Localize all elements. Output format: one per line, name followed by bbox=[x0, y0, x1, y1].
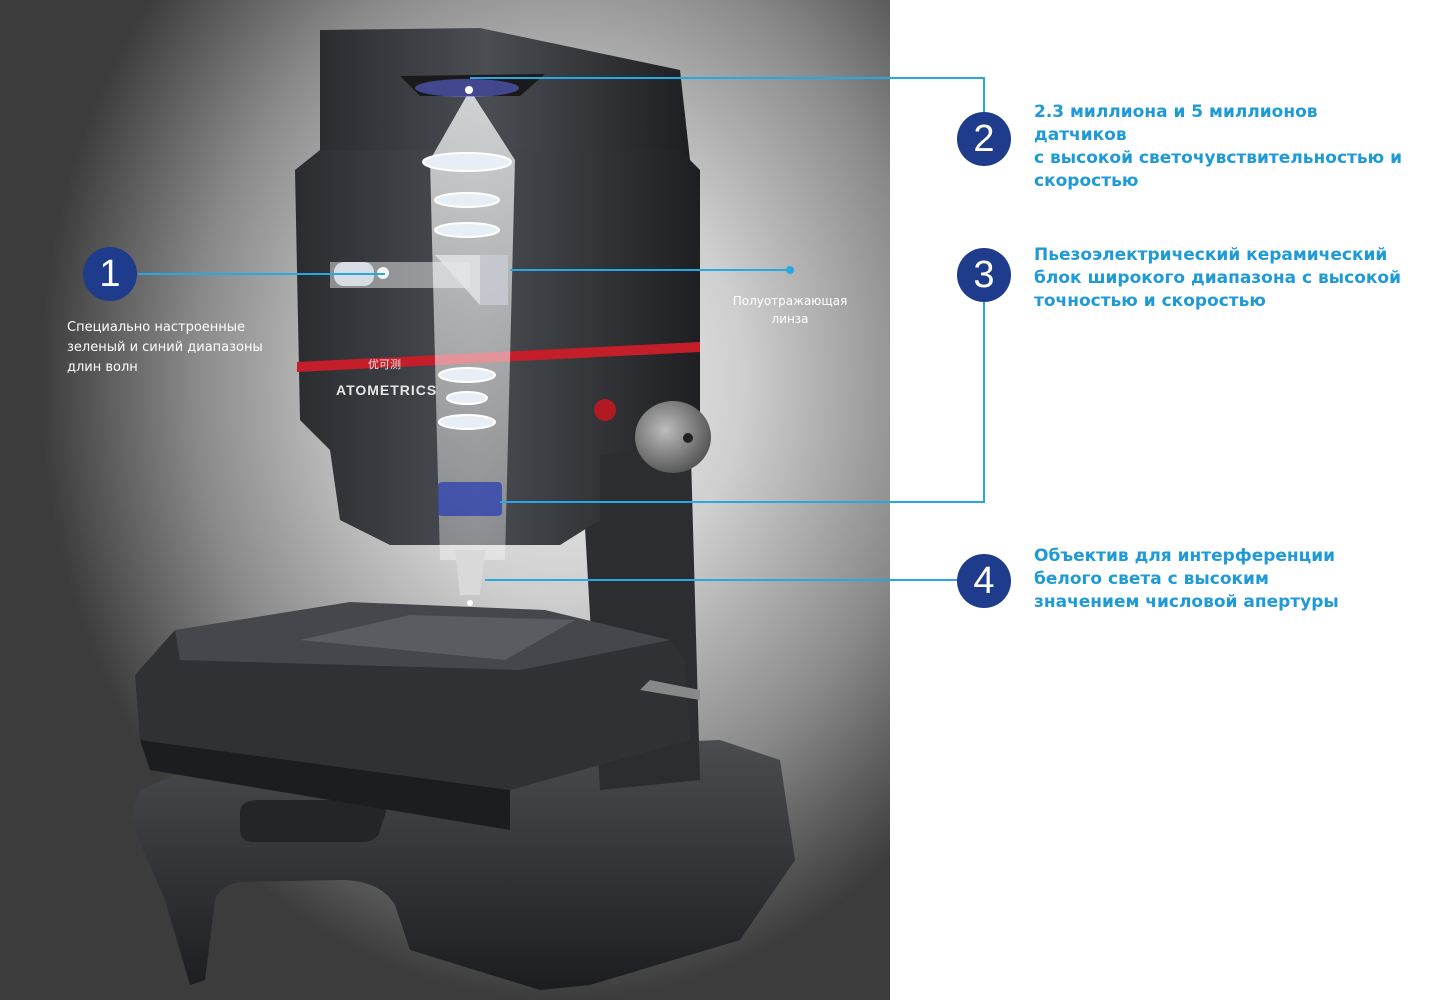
leader-line-2 bbox=[470, 77, 985, 112]
semi-reflective-lens-label: Полуотражающая линза bbox=[732, 294, 848, 326]
badge-3: 3 bbox=[957, 248, 1011, 302]
focus-knob bbox=[635, 401, 711, 473]
leader-line-3 bbox=[500, 302, 985, 503]
callout-4-text: Объектив для интерференции белого света … bbox=[1034, 546, 1339, 612]
microscope-base bbox=[130, 740, 795, 990]
badge-1: 1 bbox=[83, 247, 137, 301]
xy-stage bbox=[135, 602, 700, 830]
callout-3-text: Пьезоэлектрический керамический блок шир… bbox=[1034, 245, 1402, 311]
leader-lines bbox=[138, 77, 985, 581]
callout-1-text: Специально настроенные зеленый и синий д… bbox=[67, 320, 263, 375]
brand-label: ATOMETRICS bbox=[336, 382, 438, 398]
brand-cn-label: 优可测 bbox=[368, 358, 401, 371]
badge-2: 2 bbox=[957, 112, 1011, 166]
text-panel bbox=[890, 0, 1429, 1000]
callout-2-text: 2.3 миллиона и 5 миллионов датчиков с вы… bbox=[1034, 102, 1402, 191]
lens-marker-dot bbox=[786, 266, 794, 274]
badge-4: 4 bbox=[957, 554, 1011, 608]
